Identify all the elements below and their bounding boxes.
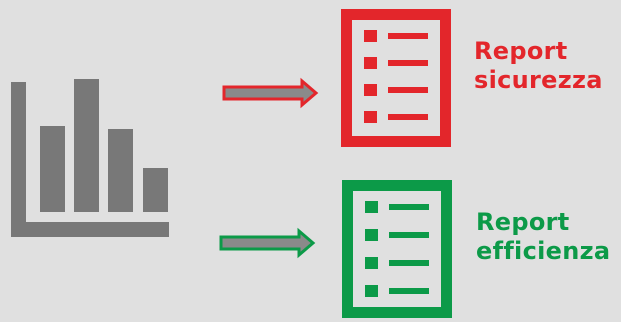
chart-axis-horizontal: [11, 222, 169, 237]
chart-axis-vertical: [11, 82, 26, 237]
list-document-icon-safety: [341, 9, 451, 147]
list-document-icon-efficiency: [342, 180, 452, 318]
efficiency-report-label: Report efficienza: [476, 208, 610, 266]
safety-report-label-line1: Report: [474, 37, 568, 65]
right-arrow-icon-safety: [222, 77, 319, 109]
chart-bar-1: [40, 126, 65, 212]
chart-bar-4: [143, 168, 168, 212]
bar-chart-icon: [11, 79, 169, 237]
efficiency-report-label-line2: efficienza: [476, 237, 611, 265]
efficiency-report-label-line1: Report: [476, 208, 570, 236]
chart-bar-3: [108, 129, 133, 212]
right-arrow-icon-efficiency: [219, 227, 316, 259]
safety-report-label: Report sicurezza: [474, 37, 603, 95]
chart-bar-2: [74, 79, 99, 212]
safety-report-label-line2: sicurezza: [474, 66, 603, 94]
